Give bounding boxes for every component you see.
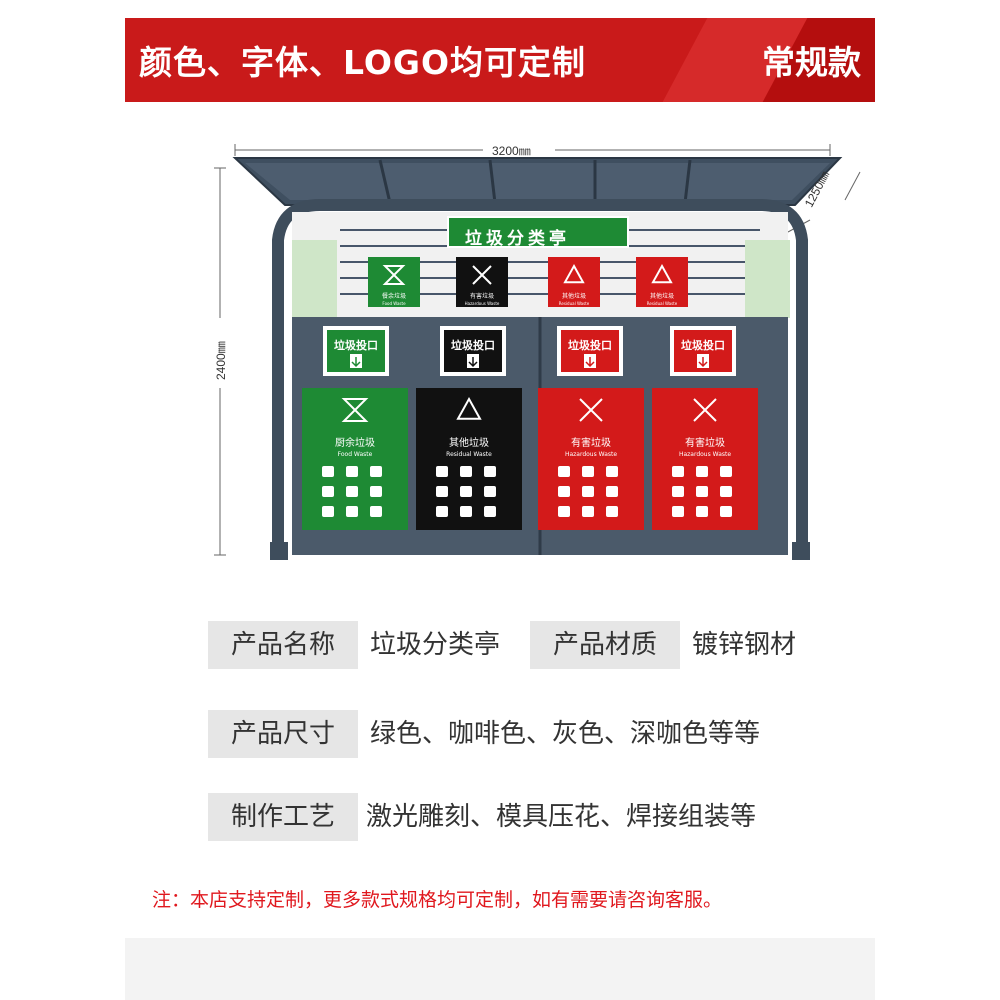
bin-item-icon	[460, 466, 472, 477]
bin-item-icon	[672, 506, 684, 517]
bin-panel: 其他垃圾 Residual Waste	[416, 388, 522, 530]
bin-panel: 有害垃圾 Hazardous Waste	[538, 388, 644, 530]
spec-craft-label: 制作工艺	[208, 793, 358, 841]
dimension-lines	[214, 144, 861, 556]
spec-name-value: 垃圾分类亭	[370, 630, 501, 660]
bin-item-icon	[322, 486, 334, 497]
bin-item-icon	[606, 506, 618, 517]
width-dimension: 3200㎜	[492, 144, 531, 158]
spec-size-label: 产品尺寸	[208, 710, 358, 758]
bin-item-icon	[346, 506, 358, 517]
bin-item-icon	[672, 466, 684, 477]
bin-item-icon	[322, 506, 334, 517]
spec-name-label: 产品名称	[208, 621, 358, 669]
bin-item-icon	[582, 506, 594, 517]
slot-sign: 垃圾投口	[670, 326, 736, 376]
side-poster	[292, 240, 337, 318]
bin-item-icon	[370, 506, 382, 517]
spec-material-value: 镀锌钢材	[692, 630, 797, 660]
top-icon-label: 其他垃圾	[650, 292, 674, 300]
bin-item-icon	[606, 466, 618, 477]
spec-craft-value: 激光雕刻、模具压花、焊接组装等	[366, 802, 757, 832]
bin-item-icon	[582, 486, 594, 497]
bin-label: 其他垃圾	[449, 436, 489, 449]
bin-item-icon	[370, 486, 382, 497]
bin-en-label: Residual Waste	[446, 451, 492, 458]
top-icon-en-label: Residual Waste	[559, 301, 590, 306]
bin-item-icon	[460, 506, 472, 517]
bin-item-icon	[322, 466, 334, 477]
custom-note: 注：本店支持定制，更多款式规格均可定制，如有需要请咨询客服。	[152, 889, 723, 911]
bin-item-icon	[696, 486, 708, 497]
top-icon-label: 其他垃圾	[562, 292, 586, 300]
bin-panel: 有害垃圾 Hazardous Waste	[652, 388, 758, 530]
bin-item-icon	[558, 466, 570, 477]
height-dimension: 2400㎜	[214, 341, 228, 380]
bin-en-label: Hazardous Waste	[679, 451, 731, 458]
spec-material-label: 产品材质	[530, 621, 680, 669]
bin-en-label: Food Waste	[338, 451, 373, 458]
bin-item-icon	[484, 506, 496, 517]
slot-sign: 垃圾投口	[557, 326, 623, 376]
top-icon-label: 餐余垃圾	[382, 292, 406, 300]
top-icon-label: 有害垃圾	[470, 292, 494, 300]
spec-size-value: 绿色、咖啡色、灰色、深咖色等等	[370, 719, 761, 749]
bin-item-icon	[696, 506, 708, 517]
slot-label: 垃圾投口	[568, 338, 612, 352]
slot-label: 垃圾投口	[681, 338, 725, 352]
bin-item-icon	[558, 506, 570, 517]
top-icon-en-label: Residual Waste	[647, 301, 678, 306]
top-icon-en-label: Food Waste	[382, 301, 406, 306]
bin-item-icon	[672, 486, 684, 497]
bin-item-icon	[346, 466, 358, 477]
bin-item-icon	[436, 466, 448, 477]
banner-title: 颜色、字体、LOGO均可定制	[139, 43, 587, 82]
bin-item-icon	[582, 466, 594, 477]
slot-sign: 垃圾投口	[323, 326, 389, 376]
bin-item-icon	[436, 506, 448, 517]
bin-label: 有害垃圾	[685, 436, 725, 449]
bin-item-icon	[606, 486, 618, 497]
bin-item-icon	[484, 486, 496, 497]
bin-item-icon	[436, 486, 448, 497]
bin-item-icon	[720, 466, 732, 477]
bin-label: 有害垃圾	[571, 436, 611, 449]
bin-item-icon	[696, 466, 708, 477]
frame	[272, 199, 808, 560]
bin-panel: 厨余垃圾 Food Waste	[302, 388, 408, 530]
bin-item-icon	[720, 506, 732, 517]
kiosk-sign-text: 垃圾分类亭	[465, 229, 570, 249]
bin-item-icon	[370, 466, 382, 477]
slot-label: 垃圾投口	[334, 338, 378, 352]
banner-tag: 常规款	[762, 43, 861, 82]
bin-item-icon	[720, 486, 732, 497]
bin-item-icon	[484, 466, 496, 477]
bin-en-label: Hazardous Waste	[565, 451, 617, 458]
bin-label: 厨余垃圾	[335, 436, 375, 449]
top-icon-en-label: Hazardous Waste	[465, 301, 500, 306]
slot-label: 垃圾投口	[451, 338, 495, 352]
slot-sign: 垃圾投口	[440, 326, 506, 376]
footer-bar	[125, 938, 875, 1000]
top-banner: 颜色、字体、LOGO均可定制 常规款	[125, 18, 875, 102]
top-icon-panel	[456, 257, 508, 307]
bin-item-icon	[460, 486, 472, 497]
bin-item-icon	[558, 486, 570, 497]
side-poster	[745, 240, 790, 318]
kiosk-sign	[447, 216, 629, 248]
bin-item-icon	[346, 486, 358, 497]
